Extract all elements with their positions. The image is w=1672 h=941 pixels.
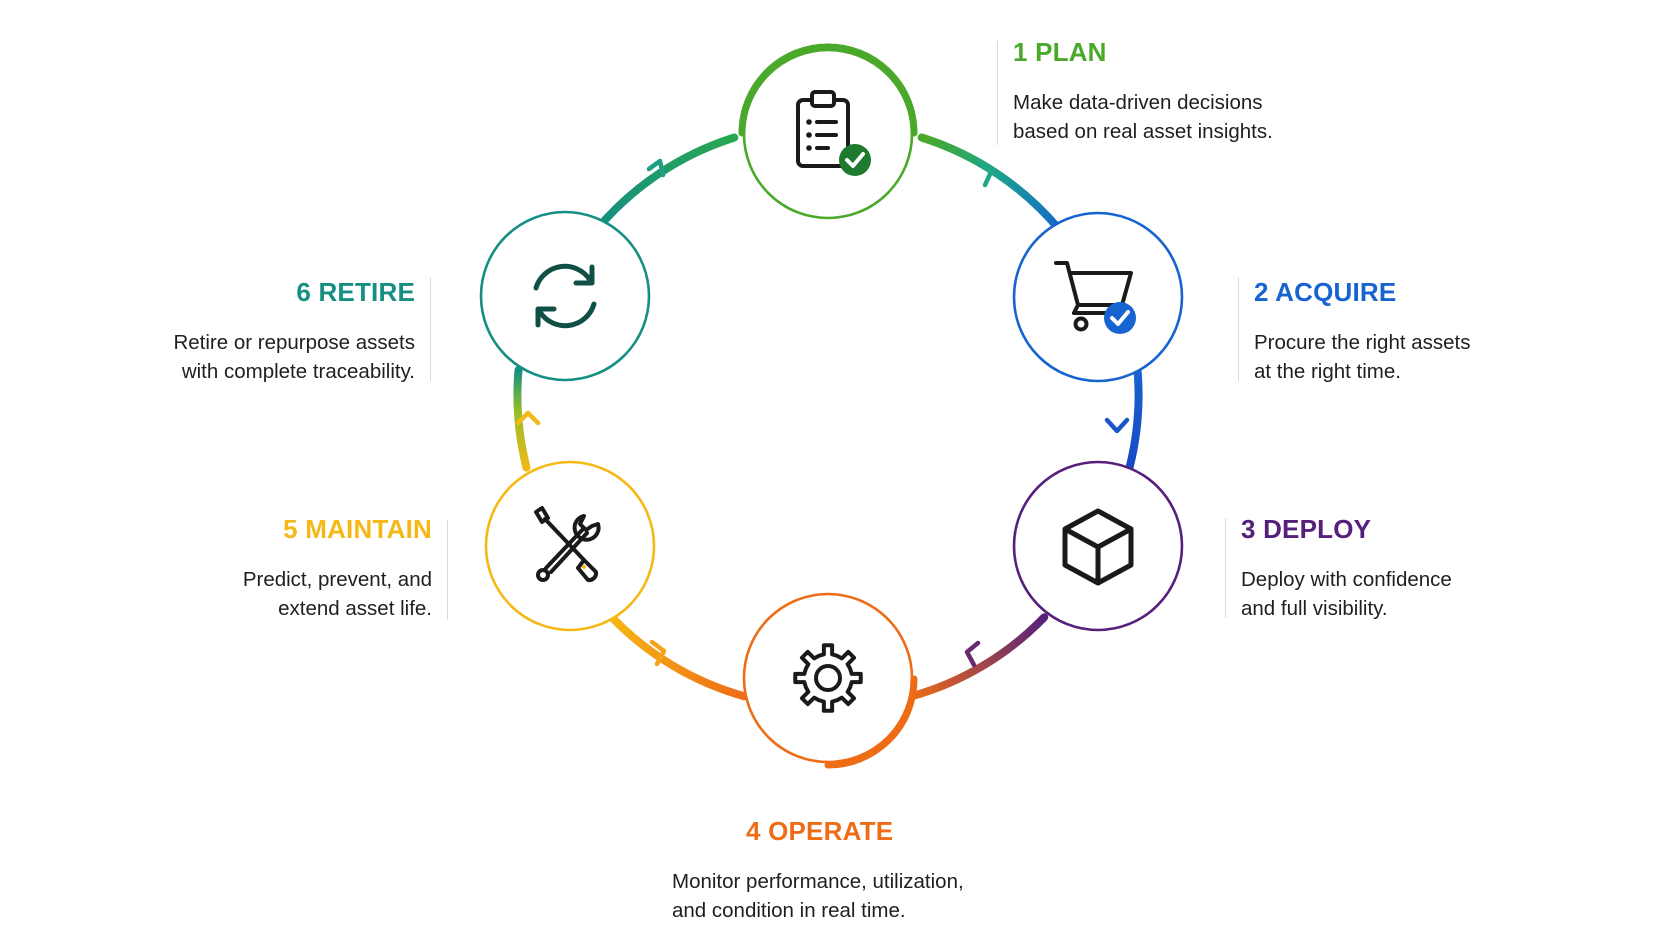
desc-line: Make data-driven decisions xyxy=(1013,91,1263,114)
stage-title-acquire: 2 ACQUIRE xyxy=(1254,277,1397,307)
arrow-retire-to-plan-icon xyxy=(646,158,666,178)
divider-line xyxy=(1238,277,1239,381)
stage-operate: 4 OPERATE Monitor performance, utilizati… xyxy=(672,816,1072,925)
connector-plan-acquire xyxy=(917,133,1064,234)
stage-title-plan: 1 PLAN xyxy=(1013,37,1107,67)
cycle-ring xyxy=(513,133,1143,701)
stage-deploy: 3 DEPLOY Deploy with confidence and full… xyxy=(1225,514,1581,623)
arrow-plan-to-acquire-icon xyxy=(976,160,994,188)
desc-line: extend asset life. xyxy=(278,597,432,620)
wrench-screwdriver-icon xyxy=(534,506,601,583)
desc-line: Procure the right assets xyxy=(1254,331,1471,354)
stage-circle-retire[interactable] xyxy=(479,210,651,382)
stage-title-operate: 4 OPERATE xyxy=(746,816,894,846)
cube-icon xyxy=(1062,508,1134,586)
arrow-maintain-to-retire-icon xyxy=(515,410,541,426)
arrow-deploy-to-operate-icon xyxy=(964,640,981,668)
stage-desc-plan: Make data-driven decisions based on real… xyxy=(1013,88,1373,146)
stage-desc-operate: Monitor performance, utilization, and co… xyxy=(672,867,1072,925)
stage-desc-acquire: Procure the right assets at the right ti… xyxy=(1254,328,1574,386)
divider-line xyxy=(1225,518,1226,618)
operate-circle-accent-arc xyxy=(824,675,918,769)
stage-acquire: 2 ACQUIRE Procure the right assets at th… xyxy=(1238,277,1574,386)
desc-line: with complete traceability. xyxy=(181,360,415,383)
desc-line: and condition in real time. xyxy=(672,899,906,922)
stage-title-deploy: 3 DEPLOY xyxy=(1241,514,1372,544)
stage-circle-operate[interactable] xyxy=(742,592,914,764)
stage-desc-deploy: Deploy with confidence and full visibili… xyxy=(1241,565,1581,623)
stage-plan: 1 PLAN Make data-driven decisions based … xyxy=(997,37,1373,146)
arrow-operate-to-maintain-icon xyxy=(649,639,667,667)
desc-line: Predict, prevent, and xyxy=(242,568,432,591)
connector-operate-maintain xyxy=(607,613,749,701)
desc-line: at the right time. xyxy=(1254,360,1401,383)
connector-retire-plan xyxy=(592,133,739,234)
connector-maintain-retire xyxy=(513,366,531,472)
stage-retire: 6 RETIRE Retire or repurpose assets with… xyxy=(90,277,431,386)
desc-line: Monitor performance, utilization, xyxy=(672,870,964,893)
shopping-cart-check-icon xyxy=(1054,261,1136,334)
stage-circle-acquire[interactable] xyxy=(1012,211,1184,383)
stage-desc-maintain: Predict, prevent, and extend asset life. xyxy=(110,565,432,623)
desc-line: and full visibility. xyxy=(1241,597,1388,620)
gear-icon xyxy=(793,643,863,713)
desc-line: based on real asset insights. xyxy=(1013,120,1273,143)
stage-title-maintain: 5 MAINTAIN xyxy=(283,514,432,544)
desc-line: Retire or repurpose assets xyxy=(173,331,415,354)
connector-deploy-operate xyxy=(907,613,1049,701)
clipboard-check-icon xyxy=(796,90,871,176)
connector-acquire-deploy xyxy=(1125,366,1143,472)
plan-circle-accent-arc xyxy=(738,43,918,137)
refresh-cycle-icon xyxy=(533,263,597,329)
arrow-acquire-to-deploy-icon xyxy=(1104,417,1130,434)
divider-line xyxy=(447,520,448,620)
stage-maintain: 5 MAINTAIN Predict, prevent, and extend … xyxy=(110,514,448,623)
stage-desc-retire: Retire or repurpose assets with complete… xyxy=(90,328,415,386)
divider-line xyxy=(430,277,431,381)
divider-line xyxy=(997,41,998,145)
stage-title-retire: 6 RETIRE xyxy=(296,277,415,307)
desc-line: Deploy with confidence xyxy=(1241,568,1452,591)
